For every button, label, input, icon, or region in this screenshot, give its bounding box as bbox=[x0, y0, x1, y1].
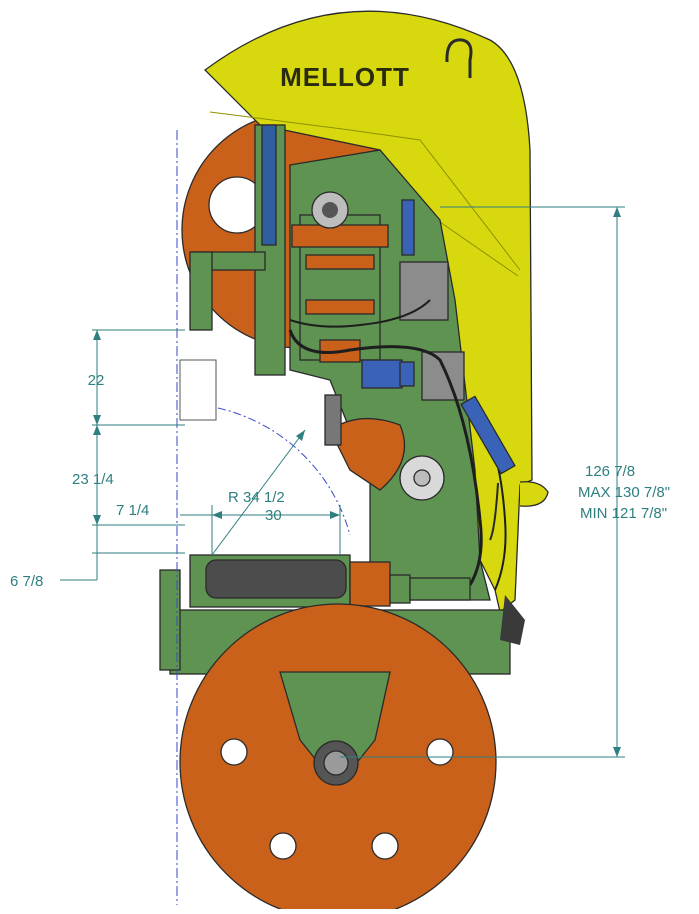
dim-throat-width: 30 bbox=[265, 507, 282, 524]
lifting-hook bbox=[445, 38, 473, 78]
dim-height-min: MIN 121 7/8" bbox=[580, 505, 667, 522]
blade-guide-outline bbox=[179, 359, 217, 421]
dim-upper-b: 23 1/4 bbox=[72, 471, 114, 488]
control-box-lower bbox=[421, 351, 465, 401]
control-box-upper bbox=[399, 261, 449, 321]
upper-blade-guide bbox=[189, 251, 213, 331]
dimension-lines bbox=[60, 206, 625, 758]
brand-logo: MELLOTT bbox=[280, 62, 410, 92]
dim-height-max: MAX 130 7/8" bbox=[578, 484, 670, 501]
dim-height-nominal: 126 7/8 bbox=[585, 463, 635, 480]
dim-guide-gap: 7 1/4 bbox=[116, 502, 149, 519]
guide-cylinder bbox=[261, 124, 277, 246]
dim-lower-offset: 6 7/8 bbox=[10, 573, 43, 590]
motor bbox=[361, 359, 403, 389]
lower-wheel bbox=[179, 603, 497, 914]
feed-roller bbox=[205, 559, 347, 599]
dim-throat-radius: R 34 1/2 bbox=[228, 489, 285, 506]
lower-guide-assembly bbox=[324, 394, 445, 501]
upper-guard: MELLOTT bbox=[204, 10, 549, 614]
hydraulic-cylinder bbox=[460, 395, 516, 475]
dim-upper-a: 22 bbox=[88, 372, 105, 389]
throat-arc bbox=[217, 407, 351, 536]
blade-guard-lower bbox=[329, 417, 406, 491]
